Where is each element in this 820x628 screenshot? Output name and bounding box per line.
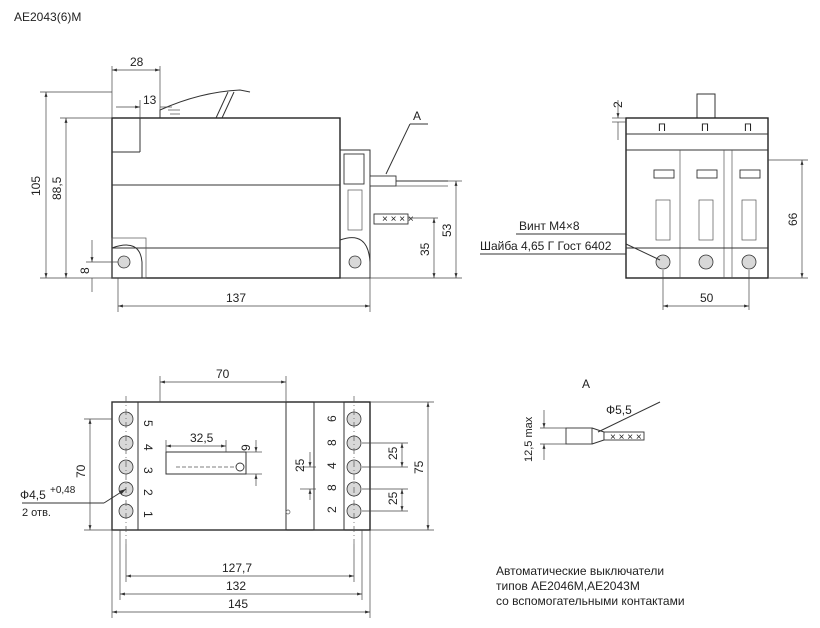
bottom-view: 5 4 3 2 1 6 8 4 8 2 70 32,5 9 25 <box>20 367 434 618</box>
dim-28: 28 <box>130 55 144 69</box>
terminal-number-left-1: 4 <box>141 444 155 451</box>
dim-25-right-b: 25 <box>386 491 400 505</box>
dim-2: 2 <box>611 101 625 108</box>
terminal-number-right-2: 4 <box>325 462 339 469</box>
dim-127-7: 127,7 <box>222 561 252 575</box>
dim-53: 53 <box>440 223 454 237</box>
svg-text:П: П <box>744 122 752 134</box>
detail-label: А <box>582 377 590 391</box>
dim-25-right-a: 25 <box>386 446 400 460</box>
caption-line-3: со вспомогательными контактами <box>496 594 685 608</box>
dim-75: 75 <box>412 460 426 474</box>
callout-washer: Шайба 4,65 Г Гост 6402 <box>480 239 612 253</box>
callout-a: А <box>413 109 421 123</box>
front-body <box>625 117 769 279</box>
dim-88-5: 88,5 <box>50 176 64 200</box>
detail-height: 12,5 max <box>523 416 535 462</box>
dim-145: 145 <box>228 597 248 611</box>
detail-a: А × × × × 12,5 max Ф5,5 <box>523 377 661 462</box>
side-view: × × × × А 28 13 105 88,5 8 137 <box>29 55 462 312</box>
dim-70-left: 70 <box>74 464 88 478</box>
callout-screw: Винт М4×8 <box>519 219 580 233</box>
svg-text:П: П <box>658 122 666 134</box>
dim-105: 105 <box>29 176 43 196</box>
dim-35: 35 <box>418 242 432 256</box>
terminal-number-right-4: 2 <box>325 506 339 513</box>
terminal-number-left-3: 2 <box>141 489 155 496</box>
dim-66: 66 <box>786 212 800 226</box>
right-terminal-block <box>339 149 371 279</box>
dim-13: 13 <box>143 93 157 107</box>
hole-tolerance: +0,48 <box>50 485 76 496</box>
drawing-title: АЕ2043(6)М <box>14 10 81 24</box>
aux-wire-lug-2 <box>373 213 409 225</box>
dim-32-5: 32,5 <box>190 431 214 445</box>
dim-132: 132 <box>226 579 246 593</box>
dim-9: 9 <box>239 444 253 451</box>
terminal-number-right-1: 8 <box>325 439 339 446</box>
terminal-number-left-2: 3 <box>141 467 155 474</box>
svg-text:× × × ×: × × × × <box>610 432 642 443</box>
dim-25-mid: 25 <box>293 458 307 472</box>
terminal-number-left-0: 5 <box>141 420 155 427</box>
dim-50: 50 <box>700 291 714 305</box>
svg-text:П: П <box>701 122 709 134</box>
hole-diameter: Ф4,5 <box>20 488 46 502</box>
slot <box>165 451 247 475</box>
terminal-number-left-4: 1 <box>141 511 155 518</box>
hole-count: 2 отв. <box>22 507 51 519</box>
caption-line-1: Автоматические выключатели <box>496 564 664 578</box>
handle <box>159 89 251 118</box>
dim-70-top: 70 <box>216 367 230 381</box>
detail-diameter: Ф5,5 <box>606 403 632 417</box>
front-handle <box>696 93 716 119</box>
caption-line-2: типов АЕ2046М,АЕ2043М <box>496 579 640 593</box>
terminal-number-right-3: 8 <box>325 484 339 491</box>
dim-137: 137 <box>226 291 246 305</box>
left-terminal-screw <box>117 255 131 269</box>
terminal-number-right-0: 6 <box>325 415 339 422</box>
aux-wire-lug <box>369 175 397 187</box>
front-view: П П П 2 66 50 Винт М4 <box>480 93 808 310</box>
dim-8: 8 <box>78 267 92 274</box>
svg-text:× × × ×: × × × × <box>382 214 414 225</box>
